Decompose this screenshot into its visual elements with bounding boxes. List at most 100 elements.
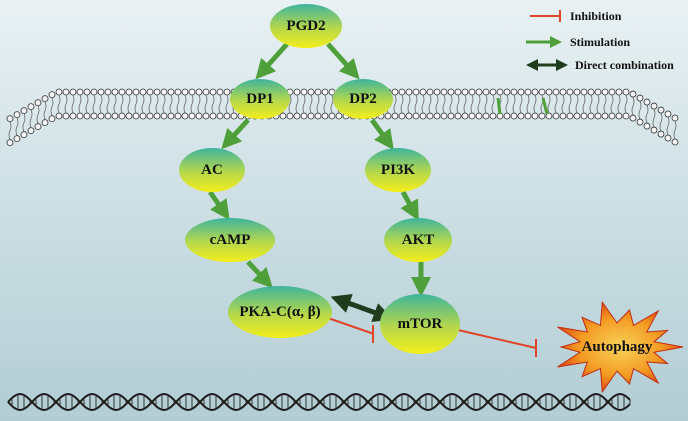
lipid-tail bbox=[78, 94, 82, 114]
lipid-head bbox=[552, 112, 560, 120]
lipid-head bbox=[468, 88, 476, 96]
autophagy-label: Autophagy bbox=[582, 339, 653, 355]
lipid-tail bbox=[316, 94, 320, 114]
lipid-tail bbox=[22, 113, 26, 132]
lipid-head bbox=[48, 91, 56, 99]
node-pi3k: PI3K bbox=[365, 148, 431, 192]
lipid-head bbox=[55, 112, 63, 120]
lipid-tail bbox=[302, 94, 306, 114]
lipid-head bbox=[69, 112, 77, 120]
lipid-head bbox=[20, 131, 28, 139]
lipid-head bbox=[552, 88, 560, 96]
lipid-tail bbox=[603, 94, 607, 114]
legend: Inhibition Stimulation Direct combinatio… bbox=[526, 9, 674, 72]
lipid-tail bbox=[519, 94, 523, 114]
lipid-head bbox=[664, 134, 672, 142]
lipid-head bbox=[6, 139, 14, 147]
lipid-head bbox=[125, 88, 133, 96]
lipid-tail bbox=[533, 94, 537, 114]
legend-inhibition: Inhibition bbox=[530, 9, 622, 23]
lipid-head bbox=[300, 112, 308, 120]
lipid-tail bbox=[645, 104, 649, 124]
lipid-head bbox=[622, 88, 630, 96]
lipid-head bbox=[517, 88, 525, 96]
node-dp2: DP2 bbox=[333, 79, 393, 119]
lipid-head bbox=[601, 88, 609, 96]
lipid-head bbox=[545, 112, 553, 120]
lipid-head bbox=[97, 88, 105, 96]
lipid-head bbox=[531, 112, 539, 120]
lipid-tail bbox=[540, 94, 544, 114]
lipid-head bbox=[181, 88, 189, 96]
lipid-head bbox=[538, 112, 546, 120]
lipid-head bbox=[104, 88, 112, 96]
lipid-head bbox=[139, 112, 147, 120]
lipid-head bbox=[62, 88, 70, 96]
lipid-head bbox=[489, 112, 497, 120]
lipid-tail bbox=[575, 94, 579, 114]
lipid-head bbox=[573, 88, 581, 96]
lipid-head bbox=[531, 88, 539, 96]
lipid-tail bbox=[36, 105, 40, 124]
lipid-tail bbox=[225, 94, 229, 114]
lipid-head bbox=[496, 88, 504, 96]
lipid-tail bbox=[484, 94, 488, 114]
lipid-head bbox=[132, 88, 140, 96]
lipid-tail bbox=[8, 121, 12, 140]
lipid-head bbox=[230, 112, 238, 120]
lipid-head bbox=[167, 112, 175, 120]
lipid-head bbox=[615, 112, 623, 120]
legend-stimulation-label: Stimulation bbox=[570, 35, 630, 49]
legend-direct: Direct combination bbox=[526, 58, 674, 72]
lipid-head bbox=[433, 88, 441, 96]
lipid-head bbox=[461, 112, 469, 120]
lipid-head bbox=[636, 118, 644, 126]
lipid-head bbox=[608, 88, 616, 96]
arrow-ac-camp bbox=[207, 190, 230, 221]
lipid-tail bbox=[435, 94, 439, 114]
lipid-tail bbox=[624, 94, 628, 114]
lipid-head bbox=[580, 112, 588, 120]
lipid-head bbox=[13, 135, 21, 143]
node-akt-label: AKT bbox=[402, 232, 435, 248]
lipid-tail bbox=[43, 101, 47, 120]
lipid-head bbox=[111, 88, 119, 96]
lipid-head bbox=[398, 112, 406, 120]
lipid-head bbox=[419, 88, 427, 96]
lipid-tail bbox=[169, 94, 173, 114]
lipid-head bbox=[426, 112, 434, 120]
lipid-head bbox=[83, 112, 91, 120]
arrow-camp-pka bbox=[246, 260, 273, 289]
lipid-head bbox=[293, 88, 301, 96]
lipid-tail bbox=[463, 94, 467, 114]
lipid-tail bbox=[526, 94, 530, 114]
lipid-head bbox=[321, 112, 329, 120]
lipid-head bbox=[195, 88, 203, 96]
lipid-tail bbox=[176, 94, 180, 114]
lipid-head bbox=[454, 88, 462, 96]
lipid-head bbox=[559, 88, 567, 96]
lipid-head bbox=[286, 112, 294, 120]
lipid-tail bbox=[85, 94, 89, 114]
lipid-head bbox=[391, 112, 399, 120]
lipid-tail bbox=[582, 94, 586, 114]
lipid-tail bbox=[638, 100, 642, 120]
lipid-tail bbox=[561, 94, 565, 114]
lipid-tail bbox=[610, 94, 614, 114]
lipid-head bbox=[293, 112, 301, 120]
lipid-head bbox=[328, 112, 336, 120]
lipid-head bbox=[153, 112, 161, 120]
lipid-head bbox=[580, 88, 588, 96]
lipid-head bbox=[27, 103, 35, 111]
lipid-tail bbox=[106, 94, 110, 114]
lipid-tail bbox=[155, 94, 159, 114]
lipid-tail bbox=[288, 94, 292, 114]
lipid-head bbox=[629, 114, 637, 122]
lipid-tail bbox=[330, 94, 334, 114]
lipid-head bbox=[601, 112, 609, 120]
lipid-head bbox=[503, 112, 511, 120]
lipid-head bbox=[482, 112, 490, 120]
lipid-head bbox=[34, 99, 42, 107]
arrow-pi3k-akt bbox=[400, 190, 419, 221]
lipid-tail bbox=[652, 108, 656, 128]
